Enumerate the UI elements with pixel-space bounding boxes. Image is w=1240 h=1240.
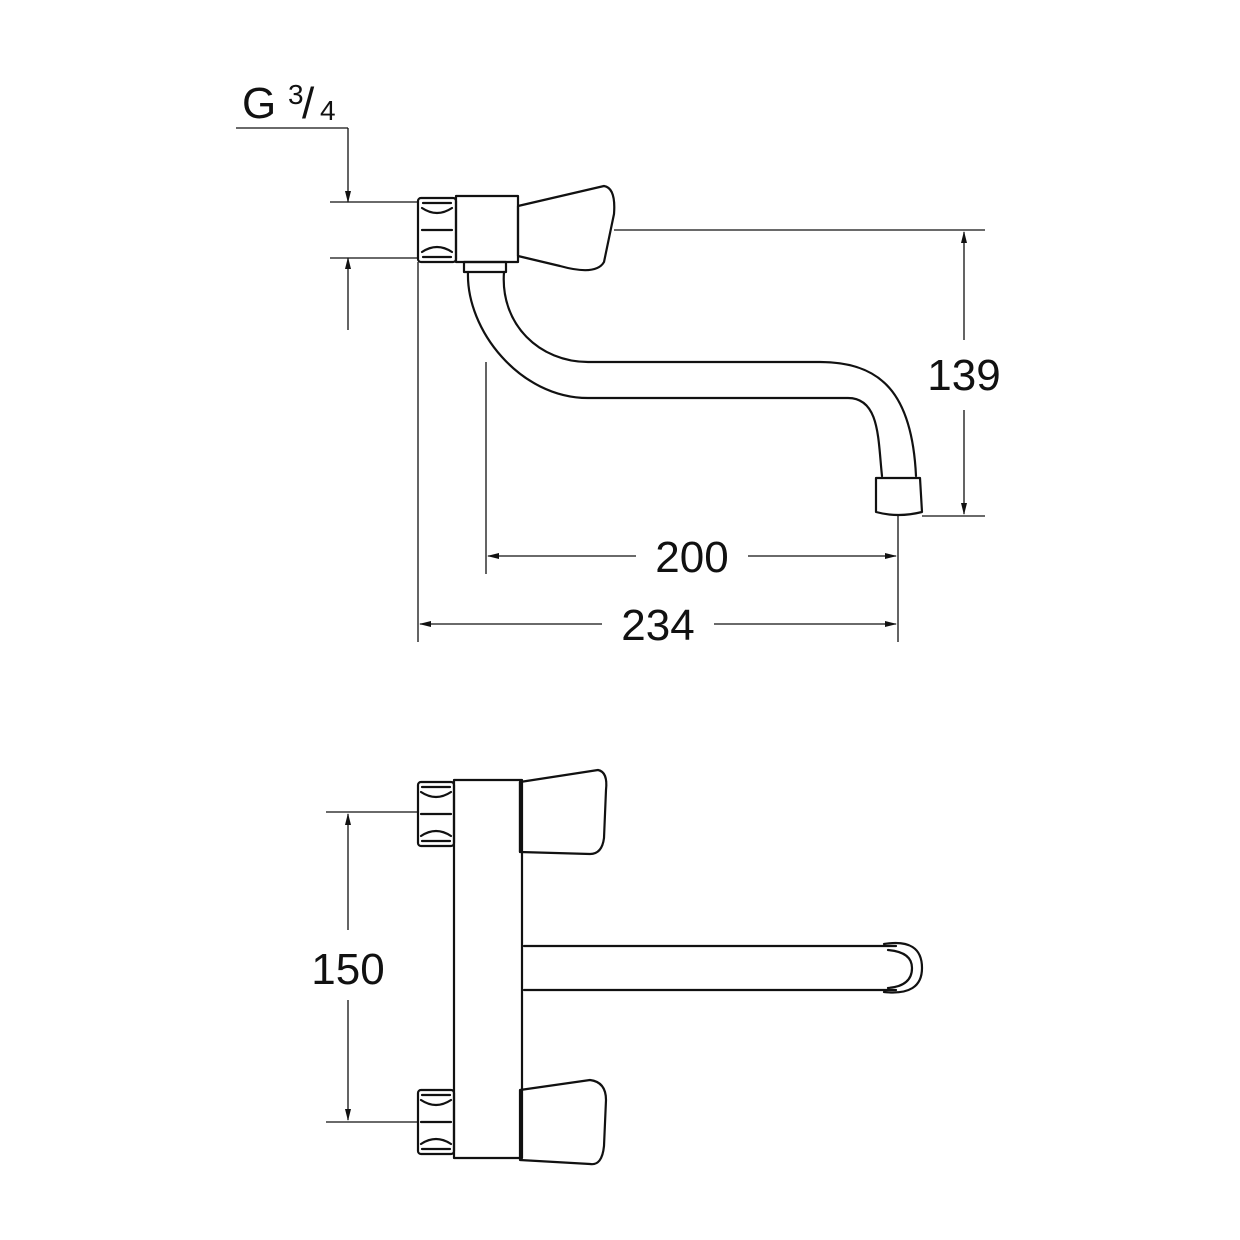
side-spout-inner (502, 270, 918, 478)
dimension-inlet-spacing: 150 (311, 811, 418, 1123)
side-hex-nut (416, 196, 458, 264)
thread-letter: G (242, 79, 276, 128)
lower-nut-curves (419, 1098, 453, 1146)
side-view: G 3 / 4 (236, 79, 1001, 650)
thread-size-label: G 3 / 4 (236, 79, 418, 330)
top-spout-end-outer (882, 941, 924, 994)
side-handle (516, 184, 616, 272)
side-spout-connector (462, 260, 508, 274)
spacing-value: 150 (311, 945, 384, 994)
side-valve-body (454, 194, 520, 264)
upper-handle (518, 768, 608, 856)
side-spout-outer (466, 270, 884, 478)
depth-value: 234 (621, 601, 694, 650)
thread-numerator: 3 (288, 79, 304, 110)
dimension-reach: 200 (485, 362, 899, 642)
upper-nut-flats (419, 785, 453, 843)
upper-nut-curves (419, 790, 453, 838)
dimension-height: 139 (614, 229, 1001, 517)
lower-handle (518, 1078, 608, 1166)
thread-slash: / (302, 79, 315, 128)
top-hex-nut-upper (416, 780, 456, 848)
top-view: 150 (311, 768, 924, 1166)
top-spout-pipe (522, 944, 898, 992)
side-nut-curves (420, 206, 454, 254)
reach-value: 200 (655, 533, 728, 582)
top-valve-body (452, 778, 524, 1160)
thread-denominator: 4 (320, 95, 336, 126)
top-hex-nut-lower (416, 1088, 456, 1156)
lower-nut-flats (419, 1093, 453, 1151)
height-value: 139 (927, 351, 1000, 400)
side-aerator (874, 476, 924, 517)
dimension-depth: 234 (417, 262, 897, 650)
side-nut-flats (420, 201, 454, 259)
top-spout-end-inner (886, 948, 914, 990)
